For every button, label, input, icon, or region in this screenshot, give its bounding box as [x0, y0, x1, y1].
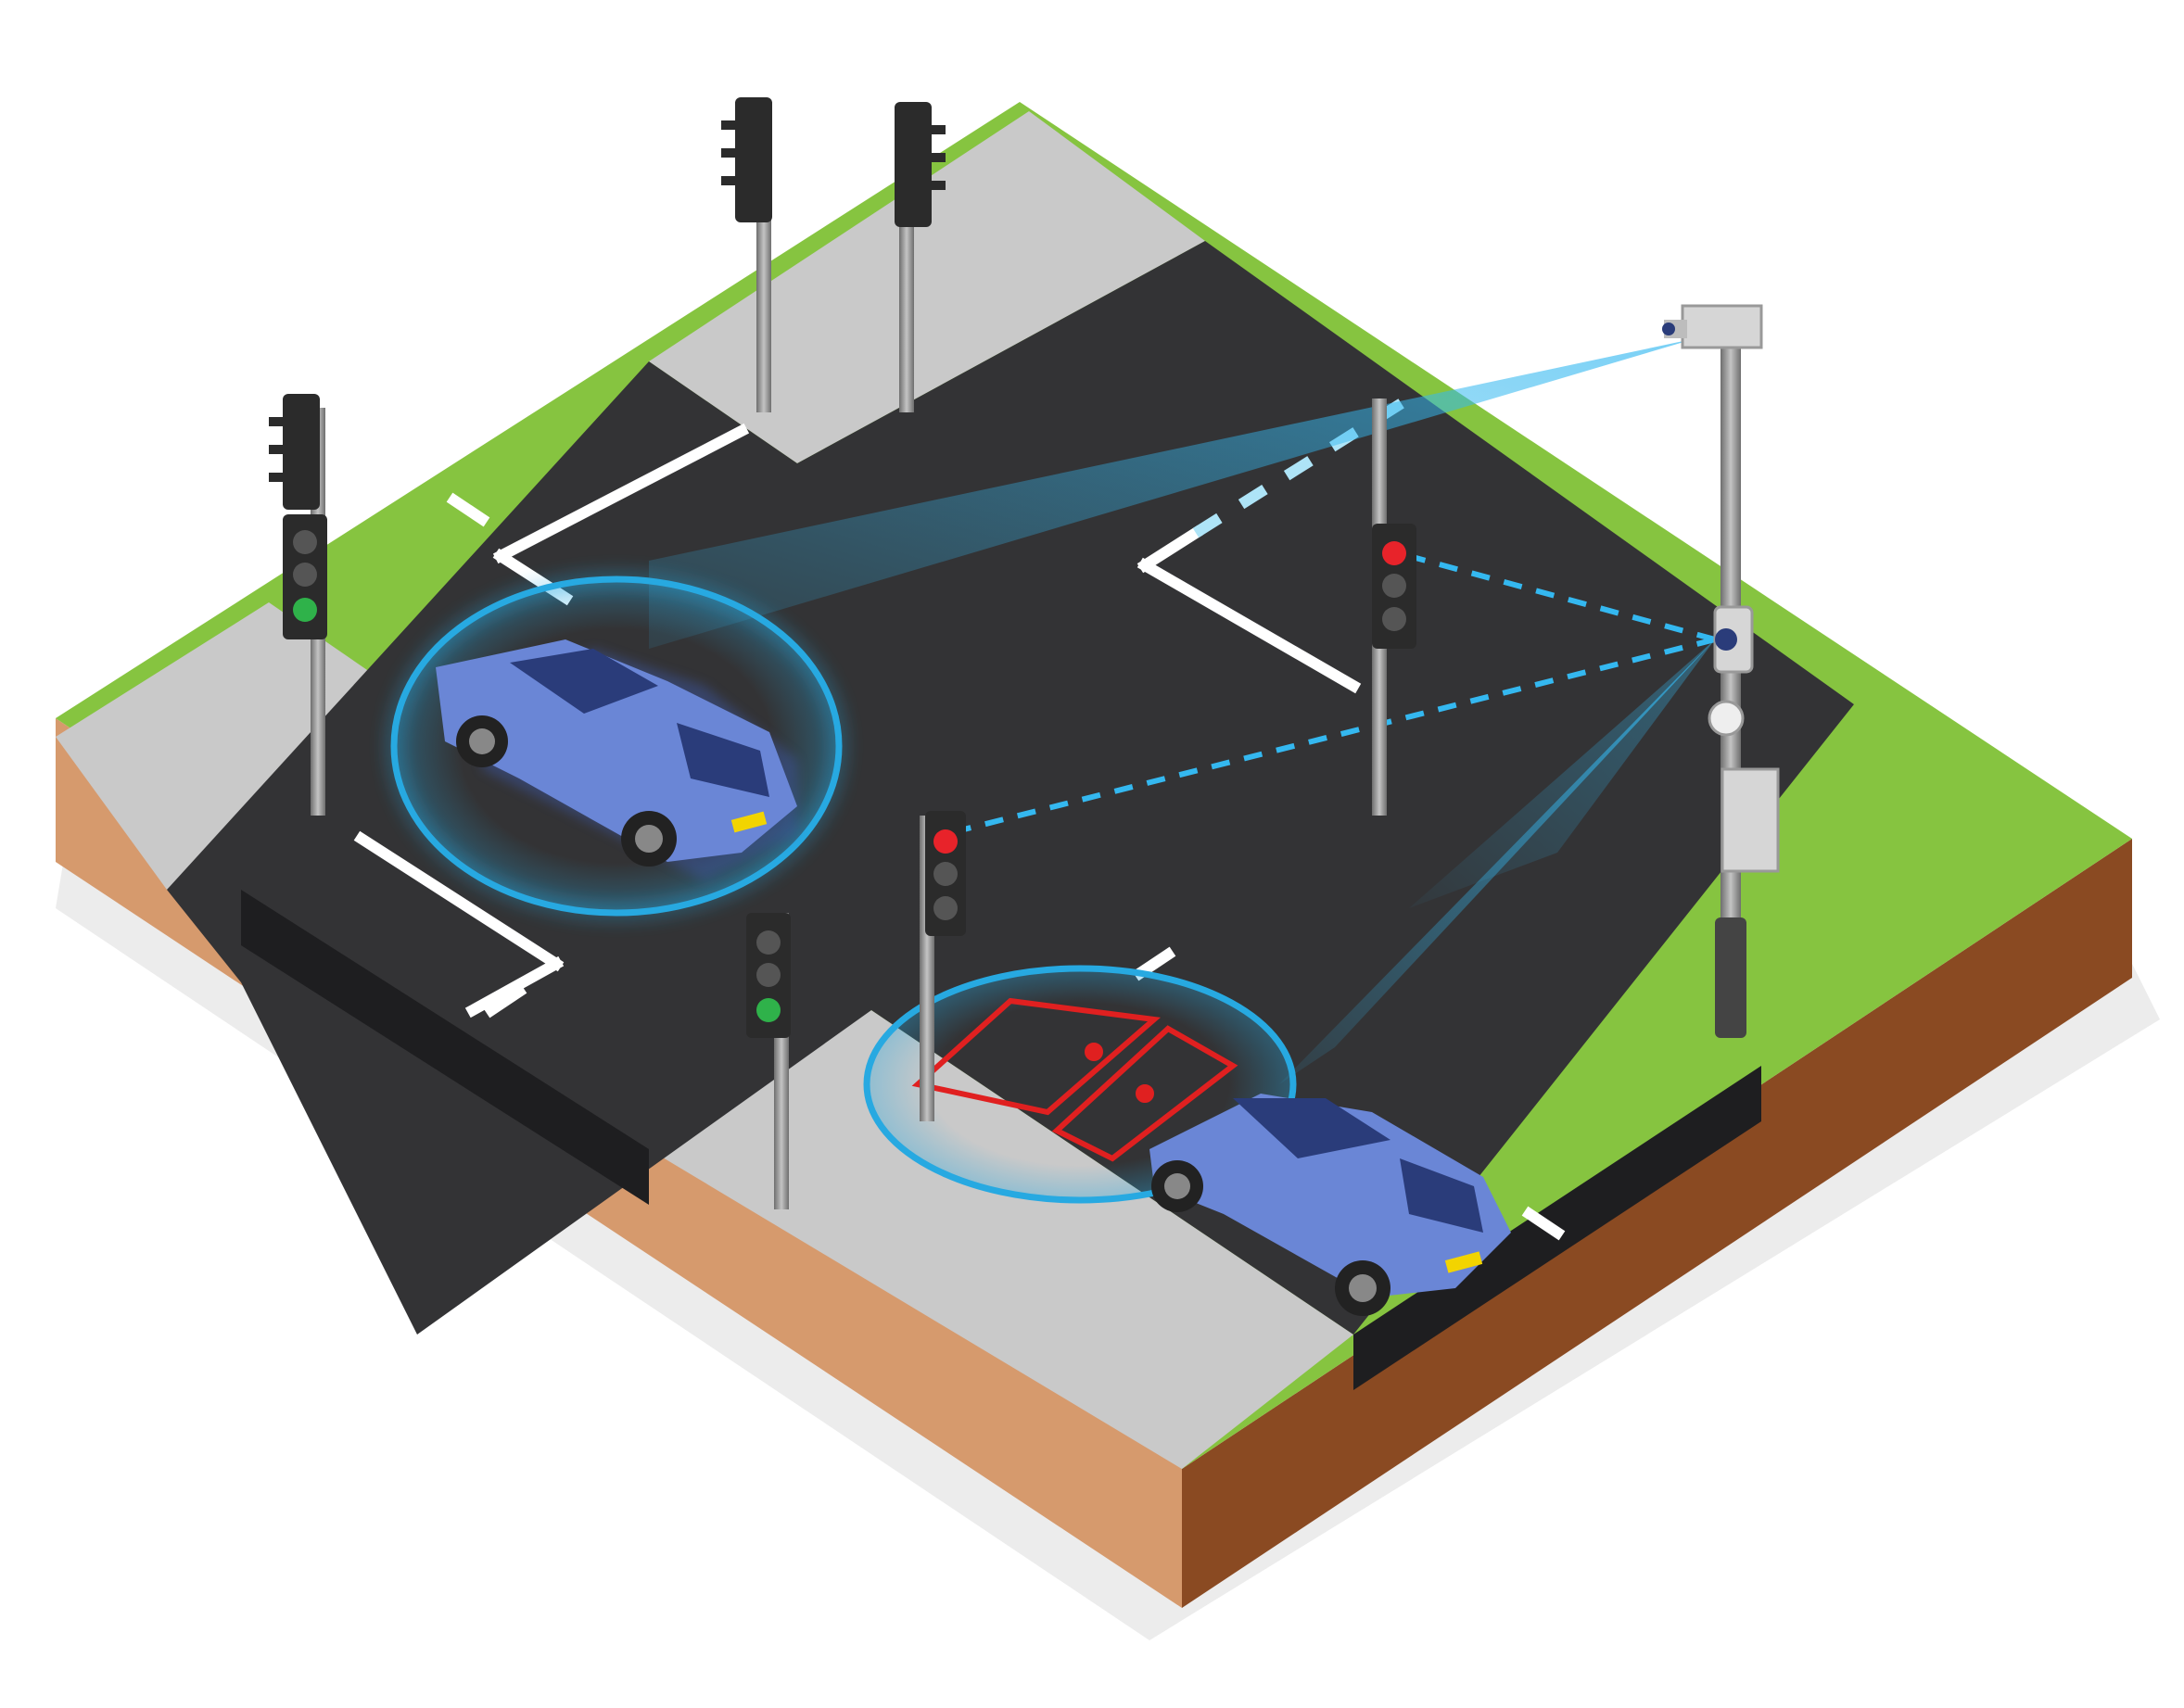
- pavement-bottom: [649, 1010, 1353, 1469]
- car-in-junction: [436, 639, 797, 880]
- traffic-light-icon: [269, 97, 1416, 1209]
- signal-right: [1372, 399, 1416, 816]
- dashed-centerline: [1192, 393, 1413, 538]
- flash-unit-icon: [1708, 700, 1745, 737]
- road-lower-left: [241, 890, 649, 1205]
- signal-far-top-2: [895, 102, 946, 412]
- detection-loop-icon: [911, 997, 1238, 1162]
- ground-shadow: [56, 853, 2160, 1640]
- camera-beam-to-junction-car: [649, 338, 1696, 649]
- signal-far-top-1: [721, 97, 772, 412]
- soil-side-face: [1182, 839, 2132, 1608]
- signal-center: [920, 811, 966, 1121]
- signal-front: [746, 913, 791, 1209]
- camera-pole: [1708, 343, 1780, 1038]
- sensor-lens-icon: [1715, 628, 1737, 651]
- pavement-top: [649, 111, 1205, 463]
- car-waiting: [1149, 1094, 1511, 1316]
- camera-beam-wide: [1409, 639, 1715, 908]
- signal-left: [283, 514, 327, 639]
- pavement-left: [56, 602, 417, 890]
- camera-icon: [1662, 304, 1763, 349]
